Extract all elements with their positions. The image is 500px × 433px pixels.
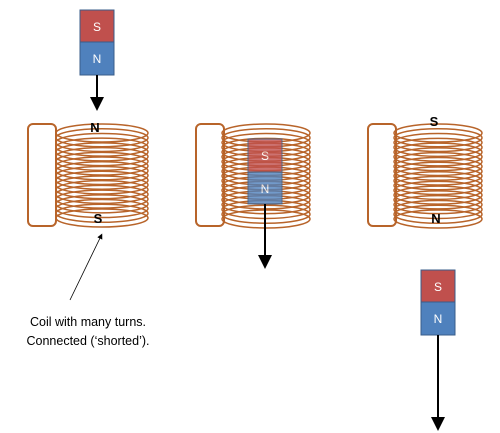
magnet-top-north-label: N bbox=[93, 52, 102, 66]
coil-winding bbox=[55, 203, 149, 224]
coil-winding bbox=[393, 132, 483, 153]
coil-winding bbox=[393, 175, 483, 196]
caption-line-1: Coil with many turns. bbox=[30, 315, 146, 329]
coil-winding bbox=[393, 199, 483, 220]
coil-left-top-pole: N bbox=[90, 120, 99, 135]
coil-winding bbox=[55, 170, 149, 190]
coil-winding bbox=[55, 137, 149, 157]
coil-winding bbox=[393, 123, 483, 143]
coil-winding bbox=[393, 151, 483, 172]
coil-winding bbox=[55, 198, 149, 219]
magnet-inside-north-label: N bbox=[261, 182, 270, 196]
coil-middle-connector-loop bbox=[195, 123, 225, 227]
coil-winding bbox=[55, 184, 149, 205]
coil-right-top-pole: S bbox=[430, 114, 439, 129]
coil-winding bbox=[55, 151, 149, 172]
coil-winding bbox=[393, 137, 483, 158]
coil-winding bbox=[393, 180, 483, 201]
magnet-inside-south-label: S bbox=[261, 149, 269, 163]
coil-right-windings bbox=[393, 123, 483, 229]
magnet-top: S N bbox=[79, 9, 115, 76]
coil-winding bbox=[55, 208, 149, 228]
coil-winding bbox=[393, 166, 483, 186]
coil-winding bbox=[55, 156, 149, 176]
coil-winding bbox=[55, 175, 149, 195]
coil-winding bbox=[393, 161, 483, 181]
coil-winding bbox=[55, 127, 149, 148]
magnet-bottom: S N bbox=[420, 269, 456, 336]
coil-right-connector-loop bbox=[367, 123, 397, 227]
magnet-inside-north bbox=[247, 171, 283, 205]
coil-winding bbox=[393, 185, 483, 205]
coil-winding bbox=[55, 123, 149, 143]
coil-left-windings bbox=[55, 123, 149, 228]
coil-winding bbox=[393, 190, 483, 210]
coil-winding bbox=[55, 194, 149, 214]
magnet-bottom-south bbox=[420, 269, 456, 303]
magnet-top-south bbox=[79, 9, 115, 43]
coil-winding bbox=[55, 132, 149, 153]
coil-winding bbox=[55, 161, 149, 181]
coil-winding bbox=[393, 194, 483, 215]
coil-winding bbox=[393, 156, 483, 177]
magnet-bottom-south-label: S bbox=[434, 280, 442, 294]
coil-winding bbox=[55, 146, 149, 167]
coil-left-bottom-pole: S bbox=[94, 211, 103, 226]
caption-line-2: Connected (‘shorted’). bbox=[27, 334, 150, 348]
coil-winding bbox=[55, 189, 149, 209]
coil-winding bbox=[393, 147, 483, 167]
coil-left-connector-loop bbox=[27, 123, 57, 227]
coil-winding bbox=[55, 179, 149, 200]
coil-winding bbox=[55, 165, 149, 186]
magnet-bottom-north-label: N bbox=[434, 312, 443, 326]
magnet-bottom-north bbox=[420, 301, 456, 336]
magnet-top-south-label: S bbox=[93, 20, 101, 34]
coil-winding bbox=[393, 209, 483, 229]
coil-right-bottom-pole: N bbox=[431, 211, 440, 226]
coil-winding bbox=[393, 204, 483, 224]
coil-winding bbox=[393, 128, 483, 148]
coil-winding bbox=[55, 142, 149, 162]
magnet-inside: S N bbox=[247, 138, 283, 205]
coil-left: N S bbox=[27, 120, 149, 228]
coil-right: S N bbox=[367, 114, 483, 229]
coil-winding bbox=[393, 142, 483, 162]
caption-pointer-arrow bbox=[69, 233, 103, 301]
coil-winding bbox=[393, 171, 483, 191]
